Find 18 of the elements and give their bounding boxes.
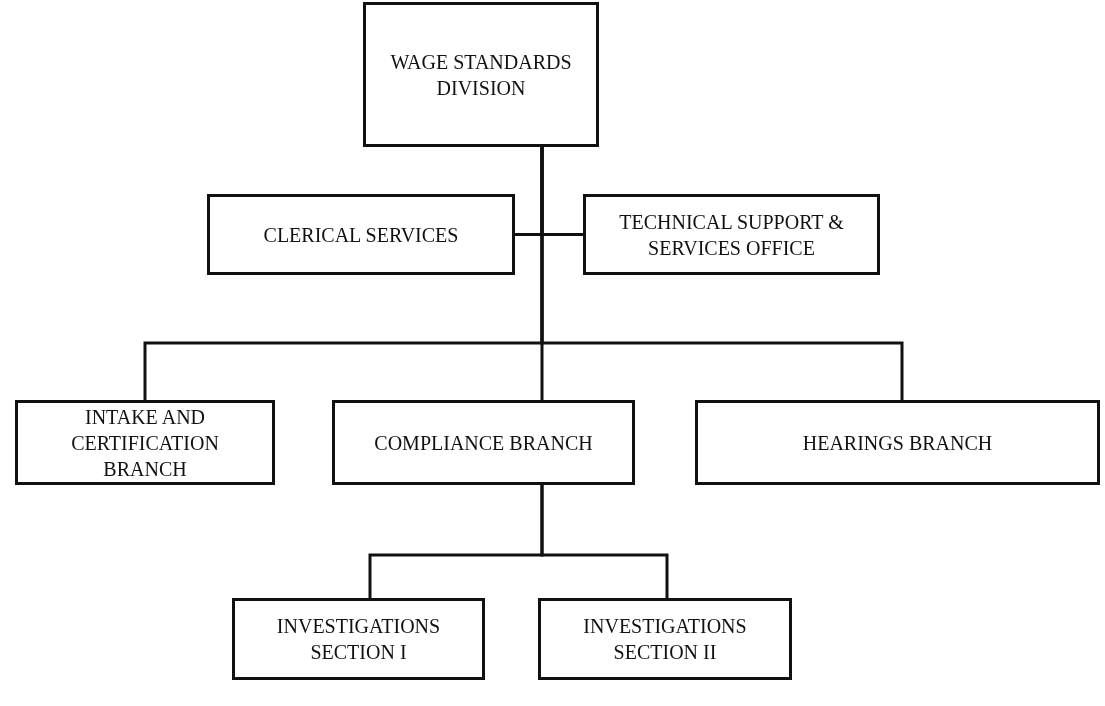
unit-name: COMPLIANCE BRANCH	[374, 430, 593, 456]
unit-name: HEARINGS BRANCH	[802, 430, 993, 456]
org-unit-box	[538, 598, 792, 680]
unit-name: WAGE STANDARDS DIVISION	[389, 49, 573, 101]
unit-name: TECHNICAL SUPPORT & SERVICES OFFICE	[618, 209, 845, 261]
org-unit-box	[363, 2, 599, 147]
unit-name: INTAKE AND CERTIFICATION BRANCH	[70, 404, 220, 482]
connector-line	[540, 147, 904, 400]
unit-name: CLERICAL SERVICES	[263, 222, 459, 248]
org-unit-box	[232, 598, 485, 680]
unit-name: INVESTIGATIONS SECTION I	[275, 614, 442, 665]
org-unit-box	[207, 194, 515, 275]
org-unit-box	[332, 400, 635, 485]
unit-name: INVESTIGATIONS SECTION II	[582, 614, 748, 665]
org-unit-box	[583, 194, 880, 275]
org-unit-box	[15, 400, 275, 485]
org-unit-box	[695, 400, 1100, 485]
connector-line	[540, 485, 669, 598]
